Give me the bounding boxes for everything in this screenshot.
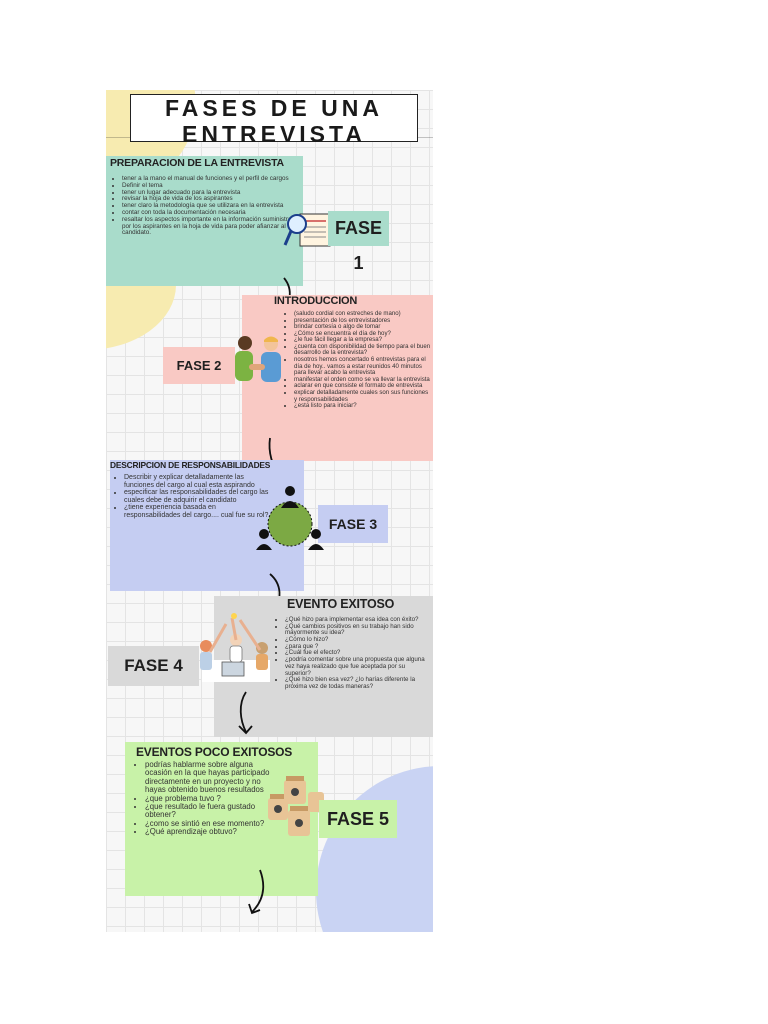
list-item: aclarar en que consiste el formato de en…	[294, 383, 432, 390]
phase-4-heading: EVENTO EXITOSO	[287, 597, 395, 611]
title-line-2: ENTREVISTA	[182, 121, 366, 147]
list-item: ¿esta listo para iniciar?	[294, 402, 432, 410]
infographic-poster: FASES DE UNA ENTREVISTA PREPARACION DE L…	[106, 90, 433, 932]
phase-2-card: INTRODUCCION (saludo cordial con estrech…	[242, 295, 433, 461]
phase-5-label: FASE 5	[319, 800, 397, 838]
phase-3-card: DESCRIPCION DE RESPONSABILIDADES Describ…	[110, 460, 304, 591]
list-item: ¿como se sintió en ese momento?	[145, 819, 273, 828]
arrow-end	[248, 869, 265, 915]
phase-1-list: tener a la mano el manual de funciones y…	[106, 175, 303, 237]
list-item: ¿Qué hizo para implementar esa idea con …	[285, 616, 431, 624]
phase-3-label: FASE 3	[318, 505, 388, 543]
list-item: ¿que problema tuvo ?	[145, 794, 273, 803]
phase-1-label: FASE 1	[328, 211, 389, 273]
list-item: ¿Cómo lo hizo?	[285, 636, 431, 644]
list-item: presentación de los entrevistadores	[294, 317, 432, 325]
list-item: ¿tiene experiencia basada en responsabil…	[124, 504, 274, 519]
list-item: Describir y explicar detalladamente las …	[124, 474, 274, 489]
list-item: ¿Qué cambios positivos en su trabajo han…	[285, 623, 431, 637]
list-item: ¿Qué aprendizaje obtuvo?	[145, 827, 273, 836]
list-item: ¿Qué hizo bien esa vez? ¿lo harías difer…	[285, 676, 431, 690]
list-item: ¿le fue fácil llegar a la empresa?	[294, 337, 432, 344]
high-five-team-icon	[196, 610, 276, 686]
title-box: FASES DE UNA ENTREVISTA	[130, 94, 418, 147]
phase-5-heading: EVENTOS POCO EXITOSOS	[136, 745, 293, 759]
list-item: especificar las responsabilidades del ca…	[124, 489, 274, 504]
arrow-4-to-5	[238, 691, 253, 735]
handshake-people-icon	[231, 334, 286, 386]
jars-icon	[260, 772, 326, 846]
list-item: tener a la mano el manual de funciones y…	[122, 175, 303, 183]
list-item: tener un lugar adecuado para la entrevis…	[122, 189, 303, 197]
list-item: contar con toda la documentación necesar…	[122, 209, 303, 217]
title-line-1: FASES DE UNA	[165, 95, 383, 121]
list-item: tener claro la metodología que se utiliz…	[122, 202, 303, 210]
phase-3-heading: DESCRIPCION DE RESPONSABILIDADES	[110, 460, 271, 470]
list-item: brindar cortesía o algo de tomar	[294, 324, 432, 331]
lavender-blob-bottom	[316, 766, 433, 932]
phase-1-heading: PREPARACION DE LA ENTREVISTA	[110, 157, 284, 169]
phase-2-list: (saludo cordial con estreches de mano) p…	[242, 310, 433, 410]
list-item: ¿que resultado le fuera gustado obtener?	[145, 802, 273, 820]
phase-3-list: Describir y explicar detalladamente las …	[110, 474, 274, 519]
phase-2-heading: INTRODUCCION	[274, 295, 358, 307]
list-item: resaltar los aspectos importante en la i…	[122, 216, 303, 237]
list-item: revisar la hoja de vida de los aspirante…	[122, 196, 303, 203]
list-item: nosotros hemos concertado 6 entrevistas …	[294, 356, 432, 377]
phase-5-list: podrías hablarme sobre alguna ocasión en…	[125, 760, 273, 837]
list-item: ¿podría comentar sobre una propuesta que…	[285, 656, 431, 677]
phase-4-list: ¿Qué hizo para implementar esa idea con …	[214, 616, 433, 691]
list-item: ¿Cómo se encuentra el día de hoy?	[294, 330, 432, 338]
list-item: ¿cuenta con disponibilidad de tiempo par…	[294, 343, 432, 357]
team-circle-icon	[254, 486, 326, 552]
list-item: Definir el tema	[122, 182, 303, 190]
list-item: explicar detalladamente cuales son sus f…	[294, 389, 432, 403]
list-item: (saludo cordial con estreches de mano)	[294, 310, 432, 318]
list-item: ¿para que ?	[285, 643, 431, 651]
list-item: ¿Cuál fue el efecto?	[285, 650, 431, 657]
magnifier-book-icon	[282, 208, 334, 250]
list-item: manifestar el orden como se va llevar la…	[294, 376, 432, 384]
phase-1-card: PREPARACION DE LA ENTREVISTA tener a la …	[106, 156, 303, 286]
phase-4-label: FASE 4	[108, 646, 199, 686]
phase-2-label: FASE 2	[163, 347, 235, 384]
list-item: podrías hablarme sobre alguna ocasión en…	[145, 760, 273, 795]
